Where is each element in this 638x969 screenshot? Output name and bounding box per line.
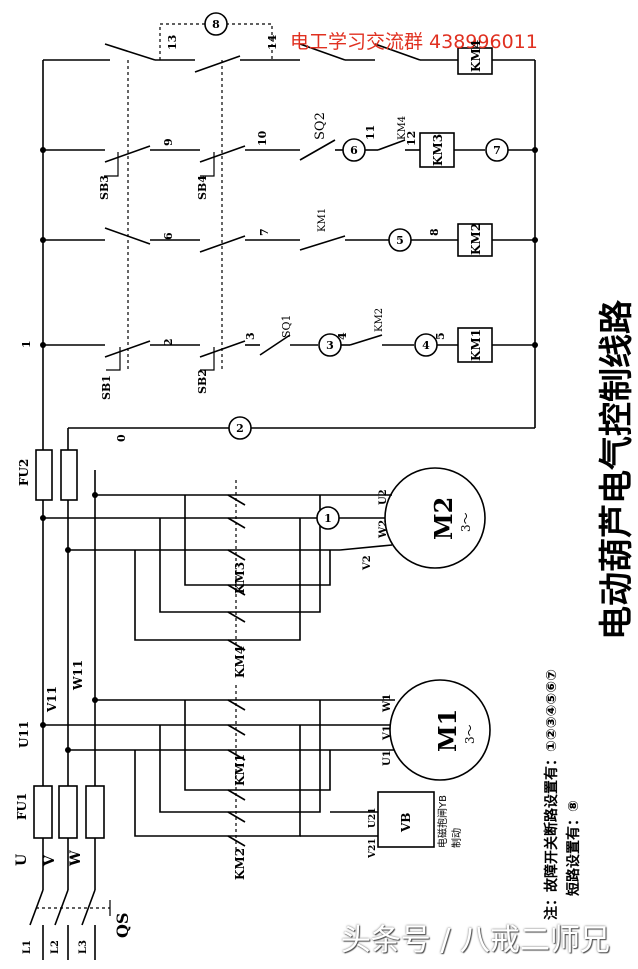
node-11: 11 xyxy=(364,125,377,140)
fault-marker-5: 5 xyxy=(396,234,404,247)
label-km4-power: KM4 xyxy=(233,646,247,678)
label-v: V xyxy=(42,854,58,867)
label-fu2: FU2 xyxy=(17,459,31,486)
label-sq1: SQ1 xyxy=(280,314,293,338)
label-l3: L3 xyxy=(78,940,89,954)
label-km1-power: KM1 xyxy=(233,754,247,786)
power-circuit xyxy=(29,445,491,960)
label-w: W xyxy=(68,850,84,867)
node-13: 13 xyxy=(166,35,179,50)
m2-terminal-v2: V2 xyxy=(362,555,373,571)
label-km3-power: KM3 xyxy=(233,562,247,594)
coil-km4: KM4 xyxy=(469,40,483,72)
node-14: 14 xyxy=(266,34,279,50)
fault-marker-2: 2 xyxy=(236,422,244,435)
m1-terminal-w1: W1 xyxy=(382,694,393,713)
label-km2-power: KM2 xyxy=(233,848,247,880)
coil-km3: KM3 xyxy=(431,134,445,166)
node-9: 9 xyxy=(162,138,175,146)
label-qs: QS xyxy=(113,913,132,939)
text-labels: 电工学习交流群 438996011 1 0 2 3 4 5 6 7 8 9 10… xyxy=(14,18,637,954)
node-6: 6 xyxy=(162,232,175,240)
brake-desc-2: 制动 xyxy=(450,828,463,848)
contact-km2-interlock: KM2 xyxy=(374,308,385,332)
label-sb2: SB2 xyxy=(196,369,209,394)
label-sb1: SB1 xyxy=(100,375,113,400)
label-fu1: FU1 xyxy=(15,793,29,820)
node-12: 12 xyxy=(405,131,418,146)
label-w11: W11 xyxy=(71,660,85,691)
motor-m2-rating: 3～ xyxy=(459,512,473,532)
node-2: 2 xyxy=(162,338,175,346)
label-u: U xyxy=(14,854,30,866)
note-line-2: 短路设置有：⑧ xyxy=(565,800,582,896)
footer-watermark: 头条号 / 八戒二师兄 xyxy=(340,923,610,958)
fault-marker-1: 1 xyxy=(324,512,332,525)
contact-km4-interlock: KM4 xyxy=(397,116,408,140)
brake-terminal-u21: U21 xyxy=(368,808,378,828)
diagram-title: 电动葫芦电气控制线路 xyxy=(597,299,637,640)
label-sb3: SB3 xyxy=(98,175,111,200)
motor-m2-name: M2 xyxy=(429,497,458,540)
fault-marker-6: 6 xyxy=(350,144,358,157)
label-sb4: SB4 xyxy=(196,175,209,200)
coil-km2: KM2 xyxy=(469,223,483,255)
motor-m1-name: M1 xyxy=(433,709,462,752)
motor-m1-rating: 3～ xyxy=(463,724,477,744)
node-5: 5 xyxy=(434,332,447,340)
label-u11: U11 xyxy=(17,721,31,748)
m1-terminal-u1: U1 xyxy=(382,750,393,766)
brake-label: VB xyxy=(399,813,413,833)
fault-marker-4: 4 xyxy=(422,339,430,352)
contact-km1-interlock: KM1 xyxy=(317,208,328,232)
coil-km1: KM1 xyxy=(469,329,483,361)
label-v11: V11 xyxy=(45,686,59,713)
label-l2: L2 xyxy=(50,940,61,954)
node-10: 10 xyxy=(256,130,269,146)
node-8: 8 xyxy=(428,228,441,236)
fault-marker-7: 7 xyxy=(493,144,501,157)
node-1: 1 xyxy=(20,340,33,348)
m2-terminal-w2: W2 xyxy=(378,520,389,539)
label-sq2: SQ2 xyxy=(313,112,328,140)
node-7: 7 xyxy=(258,228,271,236)
brake-desc-1: 电磁抱闸YB xyxy=(436,795,449,848)
control-circuit xyxy=(40,12,538,445)
m1-terminal-v1: V1 xyxy=(382,725,393,741)
header-watermark: 电工学习交流群 438996011 xyxy=(290,31,538,53)
node-0: 0 xyxy=(115,434,128,442)
node-4: 4 xyxy=(336,332,349,340)
fault-marker-3: 3 xyxy=(326,339,334,352)
note-line-1: 注：故障开关断路设置有：①②③④⑤⑥⑦ xyxy=(543,669,560,920)
fault-marker-8: 8 xyxy=(212,18,220,31)
brake-terminal-v21: V21 xyxy=(368,838,378,859)
label-l1: L1 xyxy=(22,940,33,954)
m2-terminal-u2: U2 xyxy=(378,489,389,505)
node-3: 3 xyxy=(244,332,257,340)
